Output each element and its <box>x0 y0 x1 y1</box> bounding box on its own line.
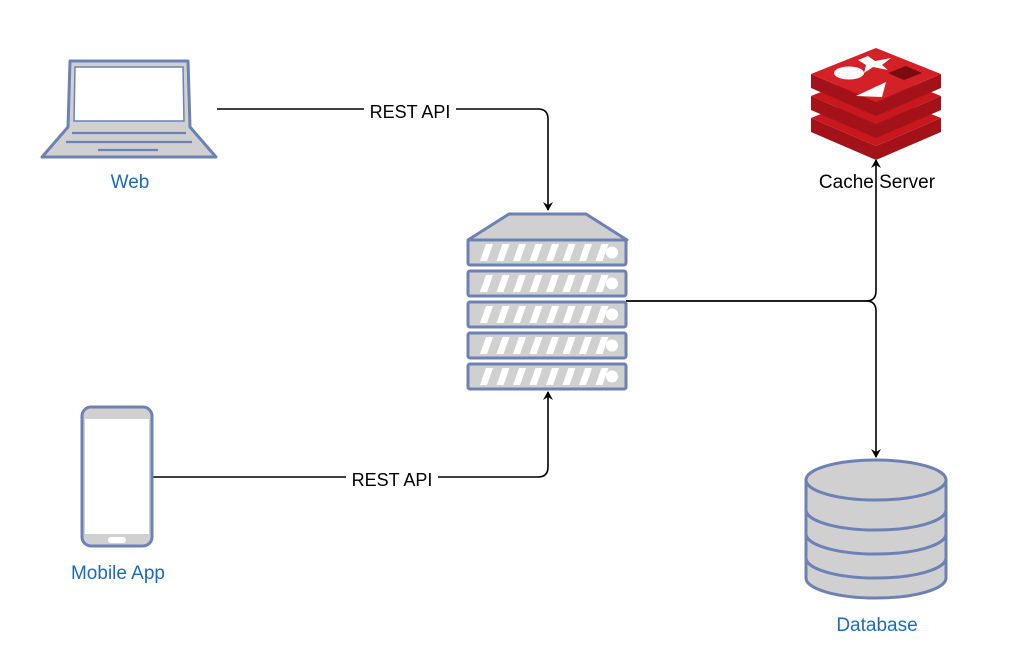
edge-server-to-database <box>626 300 881 458</box>
server-unit <box>466 269 628 298</box>
node-label-web: Web <box>111 172 150 193</box>
node-label-database: Database <box>836 615 917 636</box>
smartphone-icon <box>80 405 154 548</box>
node-label-cache: Cache Server <box>819 172 936 193</box>
laptop-icon <box>40 59 218 159</box>
server-rack-icon <box>466 212 629 391</box>
edge-mobile-to-server: REST API <box>152 391 553 490</box>
server-unit <box>466 300 628 329</box>
server-unit <box>466 238 628 267</box>
server-unit <box>466 331 628 360</box>
server-unit <box>466 362 628 391</box>
node-database: Database <box>804 458 948 636</box>
node-web: Web <box>40 59 218 193</box>
edge-label-rest-api-web: REST API <box>370 102 451 122</box>
node-server <box>466 212 629 391</box>
node-cache: Cache Server <box>811 48 941 193</box>
database-cylinder-icon <box>804 458 948 600</box>
node-mobile: Mobile App <box>71 405 165 584</box>
edge-web-to-server: REST API <box>217 100 553 211</box>
redis-logo-icon <box>811 48 941 160</box>
edge-label-rest-api-mobile: REST API <box>352 470 433 490</box>
node-label-mobile: Mobile App <box>71 563 165 584</box>
